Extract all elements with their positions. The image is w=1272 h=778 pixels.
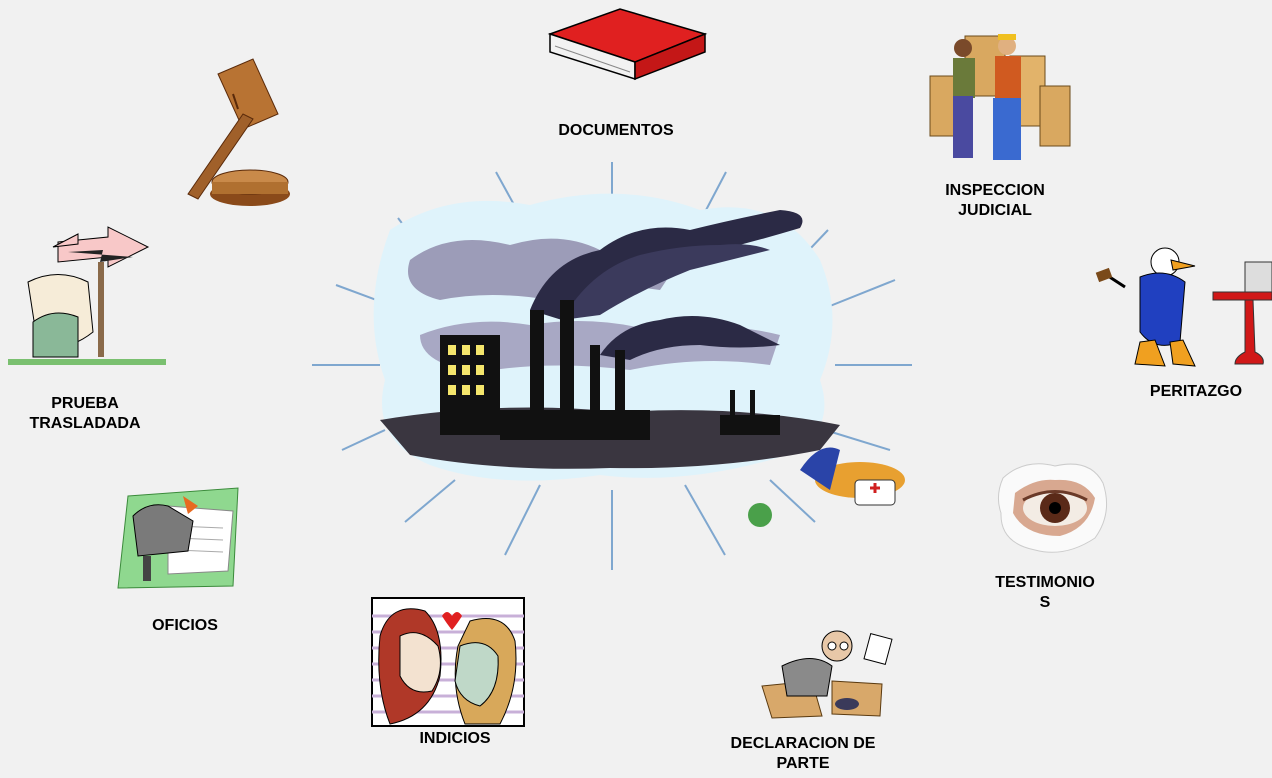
label-inspeccion: INSPECCION JUDICIAL — [945, 182, 1045, 219]
central-scene — [300, 150, 920, 580]
eye-icon — [995, 458, 1110, 558]
label-declaracion: DECLARACION DE PARTE — [730, 735, 876, 772]
label-documentos: DOCUMENTOS — [558, 122, 674, 139]
factory-burst-icon — [312, 162, 912, 570]
label-prueba: PRUEBA TRASLADADA — [29, 395, 141, 432]
label-testimonios: TESTIMONIO S — [995, 574, 1095, 611]
signpost-icon — [8, 222, 166, 370]
inspectors-icon — [925, 26, 1075, 172]
label-peritazgo: PERITAZGO — [1149, 383, 1243, 400]
red-book-icon — [540, 4, 710, 104]
mailbox-icon — [108, 476, 248, 591]
duck-expert-icon — [1095, 232, 1272, 374]
label-indicios: INDICIOS — [419, 730, 491, 747]
label-oficios: OFICIOS — [152, 617, 218, 634]
clerk-desk-icon — [752, 626, 897, 721]
gavel-icon — [178, 54, 298, 216]
couple-icon — [370, 596, 526, 728]
